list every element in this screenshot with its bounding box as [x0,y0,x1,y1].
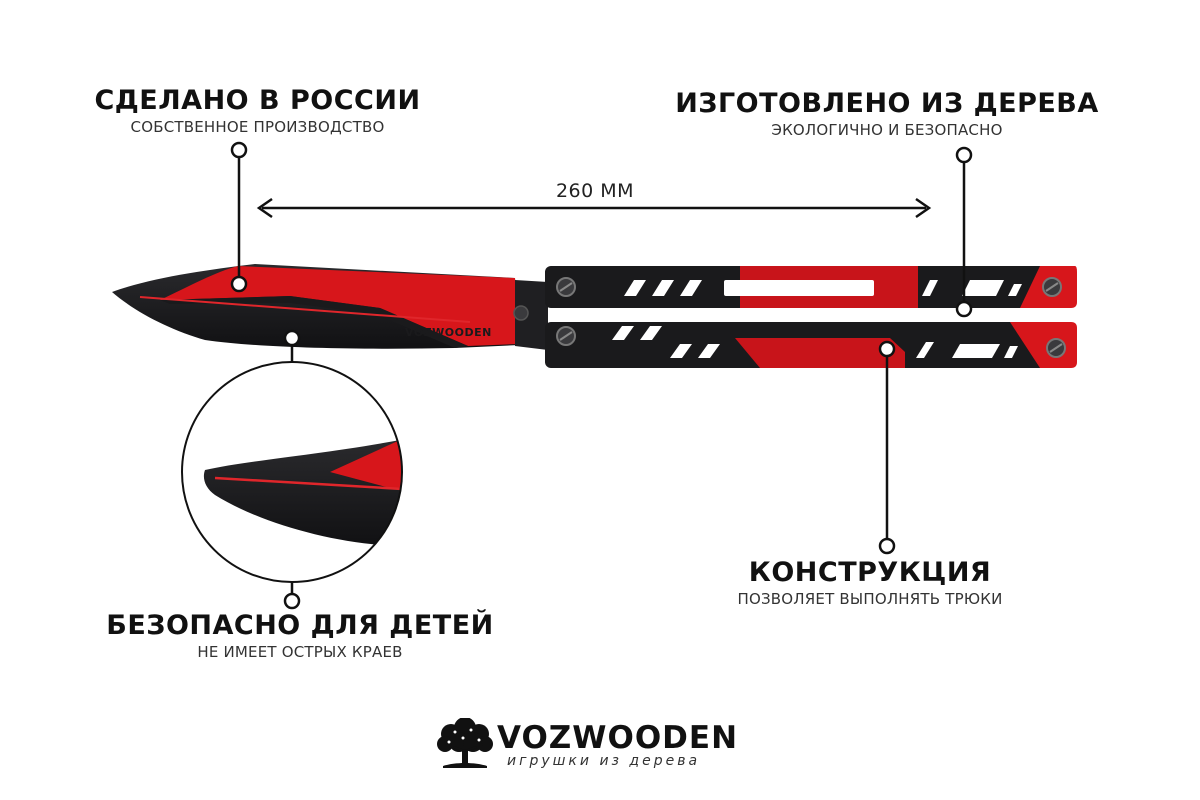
callout-pin-icon [230,141,248,159]
callout-title: ИЗГОТОВЛЕНО ИЗ ДЕРЕВА [675,88,1099,119]
callout-pin-icon [955,300,973,318]
brand-name: VOZWOODEN [497,720,739,756]
callout-subtitle: ПОЗВОЛЯЕТ ВЫПОЛНЯТЬ ТРЮКИ [737,590,1003,608]
callout-pin-icon [955,146,973,164]
callout-pin-icon [283,329,301,347]
callout-title: КОНСТРУКЦИЯ [748,557,992,588]
dimension-arrow [256,197,932,219]
callout-subtitle: НЕ ИМЕЕТ ОСТРЫХ КРАЕВ [197,643,403,661]
callout-construction: КОНСТРУКЦИЯ ПОЗВОЛЯЕТ ВЫПОЛНЯТЬ ТРЮКИ [700,557,1040,609]
zoom-detail-circle [181,361,403,583]
knife-blade: VOZWOODEN [112,264,548,350]
callout-wood-material: ИЗГОТОВЛЕНО ИЗ ДЕРЕВА ЭКОЛОГИЧНО И БЕЗОП… [672,88,1102,140]
callout-pin-icon [230,275,248,293]
knife-handle-bottom [545,322,1077,368]
callout-child-safe: БЕЗОПАСНО ДЛЯ ДЕТЕЙ НЕ ИМЕЕТ ОСТРЫХ КРАЕ… [100,610,500,662]
brand-logo: VOZWOODEN игрушки из дерева [435,716,775,776]
blade-engraving: VOZWOODEN [405,326,492,339]
blade-red-stripe [160,266,518,346]
knife-handle-top [545,266,1077,308]
callout-subtitle: ЭКОЛОГИЧНО И БЕЗОПАСНО [771,121,1003,139]
dimension-label: 260 ММ [555,180,635,202]
callout-pin-icon [878,537,896,555]
callout-pin-icon [283,592,301,610]
callout-pin-icon [878,340,896,358]
callout-subtitle: СОБСТВЕННОЕ ПРОИЗВОДСТВО [130,118,385,136]
callout-title: СДЕЛАНО В РОССИИ [94,85,421,116]
callout-title: БЕЗОПАСНО ДЛЯ ДЕТЕЙ [106,610,494,641]
callout-connectors [230,141,973,610]
tree-logo-icon [437,718,493,768]
brand-tagline: игрушки из дерева [507,753,701,769]
callout-made-in-russia: СДЕЛАНО В РОССИИ СОБСТВЕННОЕ ПРОИЗВОДСТВ… [85,85,430,137]
